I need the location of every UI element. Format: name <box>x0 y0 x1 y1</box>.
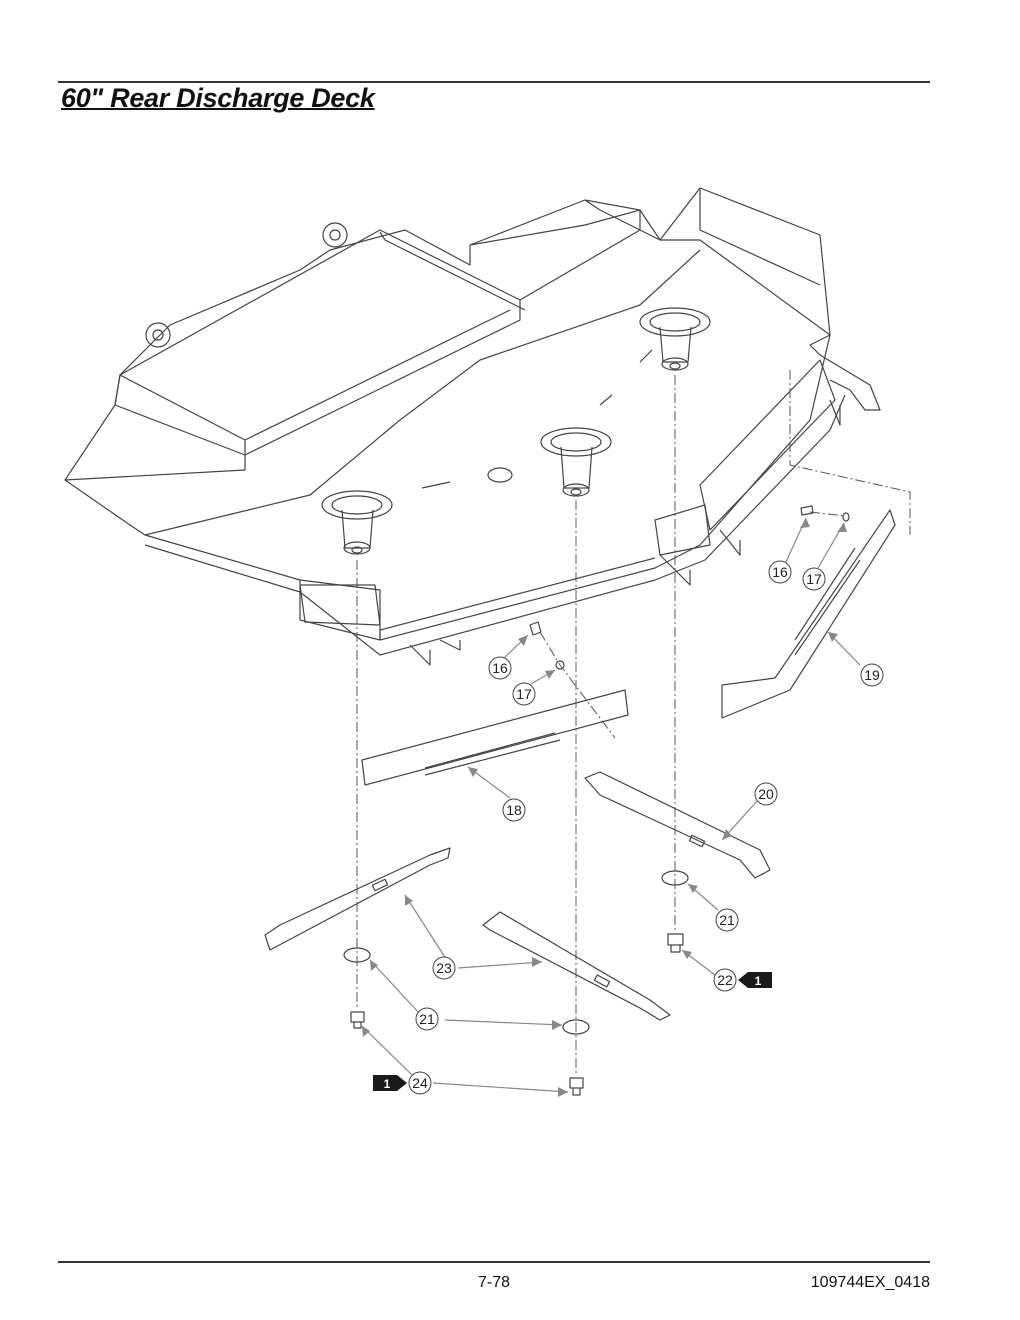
badge-24-label: 1 <box>384 1077 391 1091</box>
callout-18-label: 18 <box>506 802 522 818</box>
callout-17-lower-label: 17 <box>516 686 532 702</box>
blade-23-left <box>264 847 451 951</box>
callout-20 <box>754 782 778 806</box>
bolt-24-center <box>569 1077 584 1096</box>
badge-22 <box>738 972 772 988</box>
callout-16-lower <box>488 656 512 680</box>
footer-rule <box>58 1261 930 1263</box>
bolt-16-right <box>800 505 814 516</box>
spindle-left <box>321 490 393 555</box>
callout-16-upper <box>768 560 792 584</box>
blade-20 <box>584 771 771 879</box>
bolt-24-left <box>350 1011 365 1029</box>
callout-21-right <box>715 908 739 932</box>
callout-21-left-label: 21 <box>419 1011 435 1027</box>
callout-19 <box>860 663 884 687</box>
callout-23-label: 23 <box>436 960 452 976</box>
callout-24 <box>408 1071 432 1095</box>
deck-front-plate <box>114 229 521 456</box>
callout-18 <box>502 798 526 822</box>
callout-16-upper-label: 16 <box>772 564 788 580</box>
callout-16-lower-label: 16 <box>492 660 508 676</box>
callout-17-lower <box>512 682 536 706</box>
discharge-chute <box>659 187 881 411</box>
blade-23-center <box>482 911 671 1021</box>
document-code: 109744EX_0418 <box>810 1274 930 1291</box>
callout-17-upper <box>802 567 826 591</box>
bolt-22 <box>667 933 684 953</box>
gauge-wheel-left <box>145 322 171 348</box>
header-rule <box>58 81 930 83</box>
callout-23 <box>432 956 456 980</box>
callout-17-upper-label: 17 <box>806 571 822 587</box>
callout-21-right-label: 21 <box>719 912 735 928</box>
page-title: 60" Rear Discharge Deck <box>61 83 375 113</box>
callout-19-label: 19 <box>864 667 880 683</box>
badge-24 <box>373 1075 407 1091</box>
page-number: 7-78 <box>478 1274 511 1291</box>
callout-22 <box>713 968 737 992</box>
spindle-center <box>540 427 612 497</box>
badge-22-label: 1 <box>755 974 762 988</box>
gauge-wheel-right <box>322 222 348 248</box>
callout-20-label: 20 <box>758 786 774 802</box>
deck-shell <box>64 209 831 641</box>
spindle-right <box>639 307 711 371</box>
baffle-18 <box>361 689 629 786</box>
washer-17-center <box>555 660 565 670</box>
callout-22-label: 22 <box>717 972 733 988</box>
baffle-19 <box>721 509 896 719</box>
bolt-16-center <box>529 621 542 636</box>
callout-24-label: 24 <box>412 1075 428 1091</box>
callout-21-left <box>415 1007 439 1031</box>
washer-17-right <box>842 512 850 522</box>
washer-21-center <box>562 1019 590 1035</box>
